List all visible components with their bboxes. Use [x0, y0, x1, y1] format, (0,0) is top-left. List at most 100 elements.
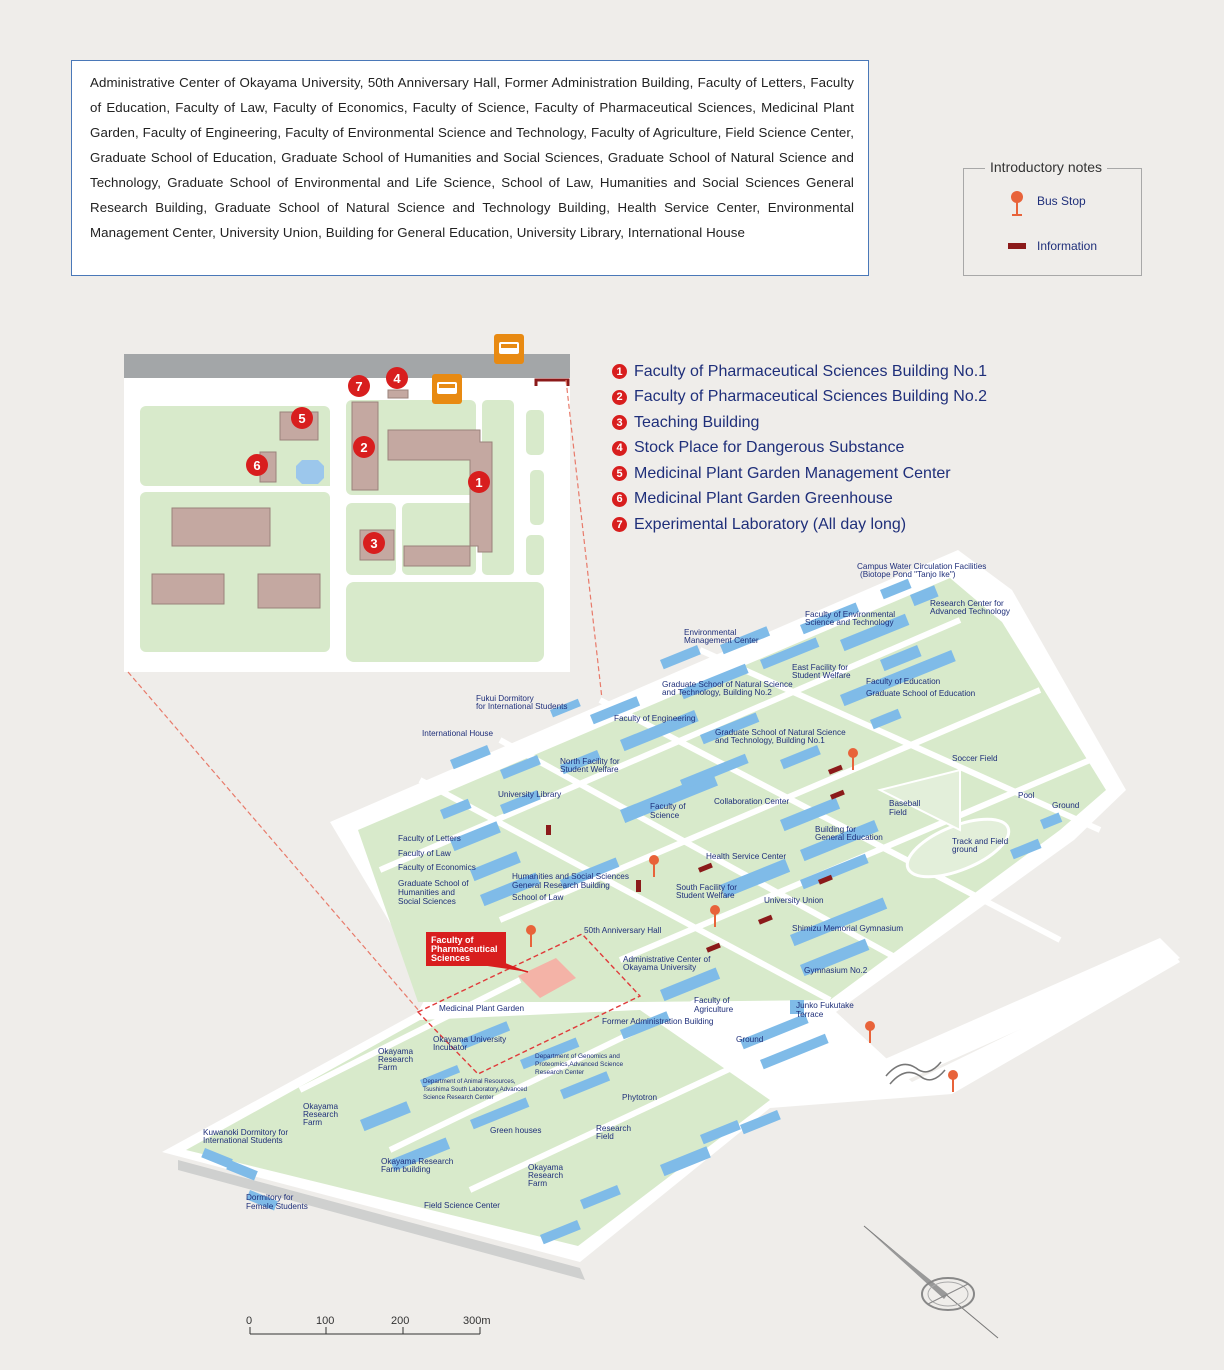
building-name: Faculty of Pharmaceutical Sciences Build…	[634, 388, 988, 406]
map-bus-stop-icon	[948, 1070, 958, 1092]
map-label: Campus Water Circulation Facilities	[857, 562, 986, 571]
map-bus-stop-icon	[649, 855, 659, 877]
building-name: Medicinal Plant Garden Management Center	[634, 464, 951, 482]
map-label: Social Sciences	[398, 897, 456, 906]
scale-label: 100	[316, 1315, 334, 1327]
compass-icon	[863, 1225, 999, 1339]
map-label: Research Center for	[930, 599, 1004, 608]
map-label: Environmental	[684, 628, 737, 637]
map-label: Okayama University	[433, 1035, 507, 1044]
map-label: Agriculture	[694, 1005, 734, 1014]
svg-text:4: 4	[393, 371, 401, 386]
building-name: Experimental Laboratory (All day long)	[634, 515, 907, 533]
map-label: Fukui Dormitory	[476, 694, 535, 703]
scale-label: 0	[246, 1315, 252, 1327]
map-label: Green houses	[490, 1126, 541, 1135]
map-label: Proteomics,Advanced Science	[535, 1061, 624, 1068]
map-label: Okayama	[378, 1047, 413, 1056]
facility-description-text: Administrative Center of Okayama Univers…	[90, 75, 854, 240]
map-label: Former Administration Building	[602, 1017, 714, 1026]
map-label: Faculty of	[650, 802, 686, 811]
map-label: Dormitory for	[246, 1193, 294, 1202]
map-label: Field	[596, 1132, 614, 1141]
map-label: University Union	[764, 896, 824, 905]
map-label: Research	[378, 1055, 413, 1064]
information-markers	[546, 764, 845, 953]
map-label: Terrace	[796, 1010, 824, 1019]
map-label: Gymnasium No.2	[804, 966, 868, 975]
map-label: Okayama Research	[381, 1157, 454, 1166]
building-name: Stock Place for Dangerous Substance	[634, 439, 905, 457]
map-label: Research Center	[535, 1069, 585, 1076]
map-labels: Campus Water Circulation Facilities (Bio…	[203, 562, 1080, 1211]
svg-text:7: 7	[355, 379, 362, 394]
map-label: Soccer Field	[952, 754, 998, 763]
svg-text:5: 5	[298, 411, 305, 426]
number-badge: 6	[612, 491, 627, 507]
bus-icon	[432, 374, 462, 404]
map-label: Research	[303, 1110, 338, 1119]
map-label: Medicinal Plant Garden	[439, 1004, 525, 1013]
list-item: 7 Experimental Laboratory (All day long)	[612, 512, 987, 538]
map-label: Graduate School of Natural Science	[715, 728, 846, 737]
map-label: Ground	[1052, 801, 1080, 810]
campus-buildings	[201, 578, 1063, 1245]
map-label: Health Service Center	[706, 852, 786, 861]
map-label: Kuwanoki Dormitory for	[203, 1128, 288, 1137]
map-label: Science and Technology	[805, 618, 895, 627]
svg-text:Faculty of: Faculty of	[431, 935, 475, 945]
information-icon	[1008, 243, 1026, 249]
legend-information-label: Information	[1037, 239, 1098, 253]
map-label: Shimizu Memorial Gymnasium	[792, 924, 903, 933]
inset-marker-2: 2	[353, 436, 375, 458]
pharmaceutical-callout: Faculty of Pharmaceutical Sciences	[426, 932, 529, 973]
svg-text:Sciences: Sciences	[431, 953, 470, 963]
map-label: Research	[596, 1124, 631, 1133]
map-label: Okayama University	[623, 963, 697, 972]
legend-box: Introductory notes Bus Stop Information	[963, 159, 1142, 276]
map-bus-stop-icon	[865, 1021, 875, 1043]
map-label: Research	[528, 1171, 563, 1180]
map-label: Field	[889, 808, 907, 817]
bus-stop-icon	[1011, 191, 1023, 216]
inset-marker-6: 6	[246, 454, 268, 476]
map-label: Pool	[1018, 791, 1035, 800]
map-label: Faculty of Letters	[398, 834, 461, 843]
map-label: Student Welfare	[792, 671, 851, 680]
scale-bar: 0 100 200 300m	[246, 1315, 491, 1335]
legend-bus-stop-label: Bus Stop	[1037, 194, 1086, 208]
map-label: Ground	[736, 1035, 764, 1044]
inset-marker-1: 1	[468, 471, 490, 493]
map-label: International Students	[203, 1136, 283, 1145]
map-label: for International Students	[476, 702, 568, 711]
map-label: North Facility for	[560, 757, 620, 766]
list-item: 2 Faculty of Pharmaceutical Sciences Buil…	[612, 385, 987, 411]
list-item: 1 Faculty of Pharmaceutical Sciences Buil…	[612, 359, 987, 385]
number-badge: 7	[612, 517, 627, 533]
map-label: Collaboration Center	[714, 797, 789, 806]
map-label: Baseball	[889, 799, 921, 808]
map-label: Student Welfare	[676, 891, 735, 900]
inset-marker-7: 7	[348, 375, 370, 397]
map-label: Science Research Center	[423, 1094, 494, 1101]
map-label: School of Law	[512, 893, 564, 902]
map-label: Department of Genomics and	[535, 1053, 620, 1060]
number-badge: 2	[612, 389, 627, 405]
map-label: Tsushima South Laboratory,Advanced	[423, 1086, 528, 1093]
map-label: Advanced Technology	[930, 607, 1011, 616]
map-label: Graduate School of Natural Science	[662, 680, 793, 689]
map-label: Faculty of	[694, 996, 730, 1005]
map-label: Student Welfare	[560, 765, 619, 774]
map-label: Incubator	[433, 1043, 467, 1052]
map-label: 50th Anniversary Hall	[584, 926, 662, 935]
map-label: Humanities and Social Sciences	[512, 872, 629, 881]
building-name: Faculty of Pharmaceutical Sciences Build…	[634, 362, 988, 380]
svg-text:Pharmaceutical: Pharmaceutical	[431, 944, 498, 954]
map-label: Track and Field	[952, 837, 1009, 846]
svg-text:6: 6	[253, 458, 260, 473]
number-badge: 1	[612, 364, 627, 380]
legend-title: Introductory notes	[985, 159, 1108, 175]
